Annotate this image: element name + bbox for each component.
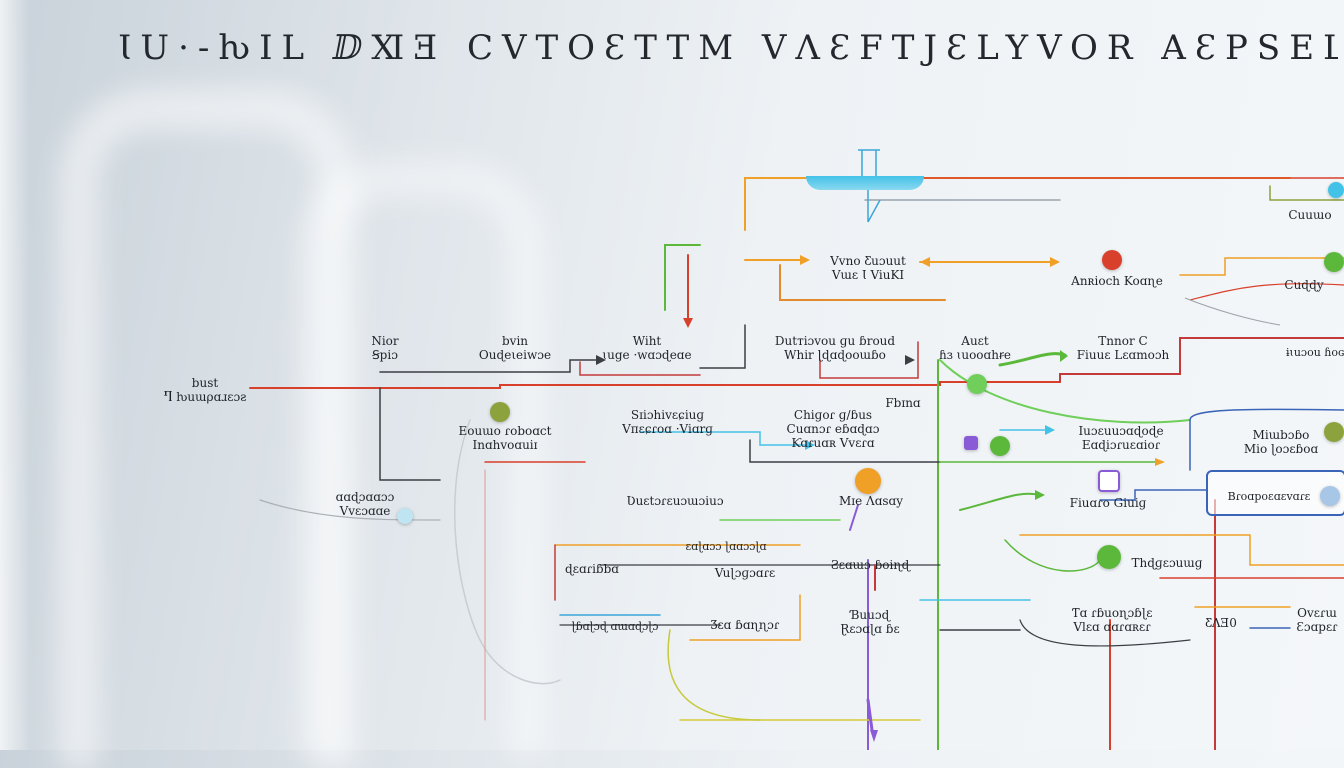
node-icon-green-4 <box>990 436 1010 456</box>
wire-mid-green <box>664 244 701 311</box>
node-icon-green-5 <box>1324 422 1344 442</box>
node-label-24: ɖɛɑɾiɓbɑ <box>565 562 619 576</box>
node-icon-cyan-2 <box>1328 182 1344 198</box>
wire-c-dark <box>749 439 941 463</box>
wire-c-yellow-loop <box>667 629 761 721</box>
background-glow <box>0 0 30 750</box>
diagram-title: ƖU·-ƕIⅬ ⅅⅪƎ CVTOƐTTM ⅤΛƐFTJƐLYVOR AƐPSEL… <box>118 28 1338 68</box>
node-label-11: Cuuɯo <box>1288 208 1332 222</box>
node-icon-green-6 <box>1097 545 1121 569</box>
wire-mid-yellow <box>1179 257 1344 276</box>
node-icon-purple-2 <box>1098 470 1120 492</box>
wire-c-cyan <box>639 431 811 446</box>
node-label-32: ƸɅƎ0 <box>1205 616 1237 630</box>
node-icon-cyan-3 <box>397 508 413 524</box>
node-label-27: Thɖɡɛɔuɯɡ <box>1131 556 1203 570</box>
wire-bus-red-right <box>1059 337 1344 383</box>
wire-mid-orange-3 <box>779 264 946 301</box>
wire-trunk-dark <box>379 387 441 481</box>
wire-c-blue2 <box>1099 489 1207 501</box>
wire-c-purple-up <box>849 504 859 531</box>
wire-c-green2 <box>959 492 1041 511</box>
wire-box-red <box>819 341 919 379</box>
wire-left-dark <box>379 359 601 373</box>
node-label-29: Ʒɛɑ ɓɑɳɳɔɾ <box>710 618 780 632</box>
wire-left-red2 <box>579 361 701 376</box>
arrowheads <box>596 255 1165 742</box>
node-icon-orange-1 <box>855 468 881 494</box>
wire-box-dark <box>699 324 746 369</box>
wire-c-purple-down <box>866 698 874 732</box>
node-icon-purple-1 <box>964 436 978 450</box>
connection-wires <box>249 149 1344 750</box>
node-label-22: Fiuɑɾo Giuiɡ <box>1069 496 1147 510</box>
wire-c-orange2 <box>1019 534 1344 566</box>
node-label-12: ɨɩuɔou ɦoɢɛɔ <box>1286 346 1344 359</box>
node-icon-green-2 <box>1324 252 1344 272</box>
node-label-20: Ʋuɛtɔɾɛuɔɯɔiuɔ <box>626 494 724 508</box>
top-connector-pill <box>806 176 924 190</box>
wire-right-curve2 <box>1184 297 1281 326</box>
node-label-16: Fbɪnɑ <box>885 396 921 410</box>
node-icon-green-3 <box>967 374 987 394</box>
wire-green-curve <box>939 359 1191 424</box>
background-arch-small <box>300 160 546 758</box>
wire-right-curve <box>1189 283 1344 301</box>
node-label-28: ɛɑɭɑɔɔ ɭɑɑɔɔɭɑ <box>685 540 767 553</box>
top-connector <box>858 149 881 223</box>
node-label-21: Mɪe Ʌɑsɑy <box>838 494 903 508</box>
node-icon-green-1 <box>490 402 510 422</box>
node-label-23: Bɾoɑpoɛɑɛvɑɾɛ <box>1227 490 1311 503</box>
wire-c-green4 <box>1004 539 1101 572</box>
node-label-10: Cuɖɖy <box>1284 278 1324 292</box>
wire-c-grey-loop <box>453 419 561 685</box>
node-label-9: Anʀioch Koɑɳe <box>1071 274 1163 288</box>
wire-top-olive <box>1269 185 1344 201</box>
node-icon-cyan-1 <box>1320 486 1340 506</box>
node-label-26: Ƨɛɑɯɔ ɓoiɳɖ <box>830 558 910 572</box>
wire-c-blue <box>1189 408 1344 471</box>
node-label-34: ɭɓɑɭɔɖ ɑɯɑɖɔɭɔ <box>571 620 659 633</box>
wire-c-blue-loop <box>1019 619 1191 647</box>
wire-c-orange4 <box>689 594 801 641</box>
node-icon-red-1 <box>1102 250 1122 270</box>
wire-c-left-grey <box>259 499 441 521</box>
node-label-25: Vuɭɔɡɔɑɾɛ <box>714 566 776 580</box>
wire-bus-red <box>249 381 1061 389</box>
